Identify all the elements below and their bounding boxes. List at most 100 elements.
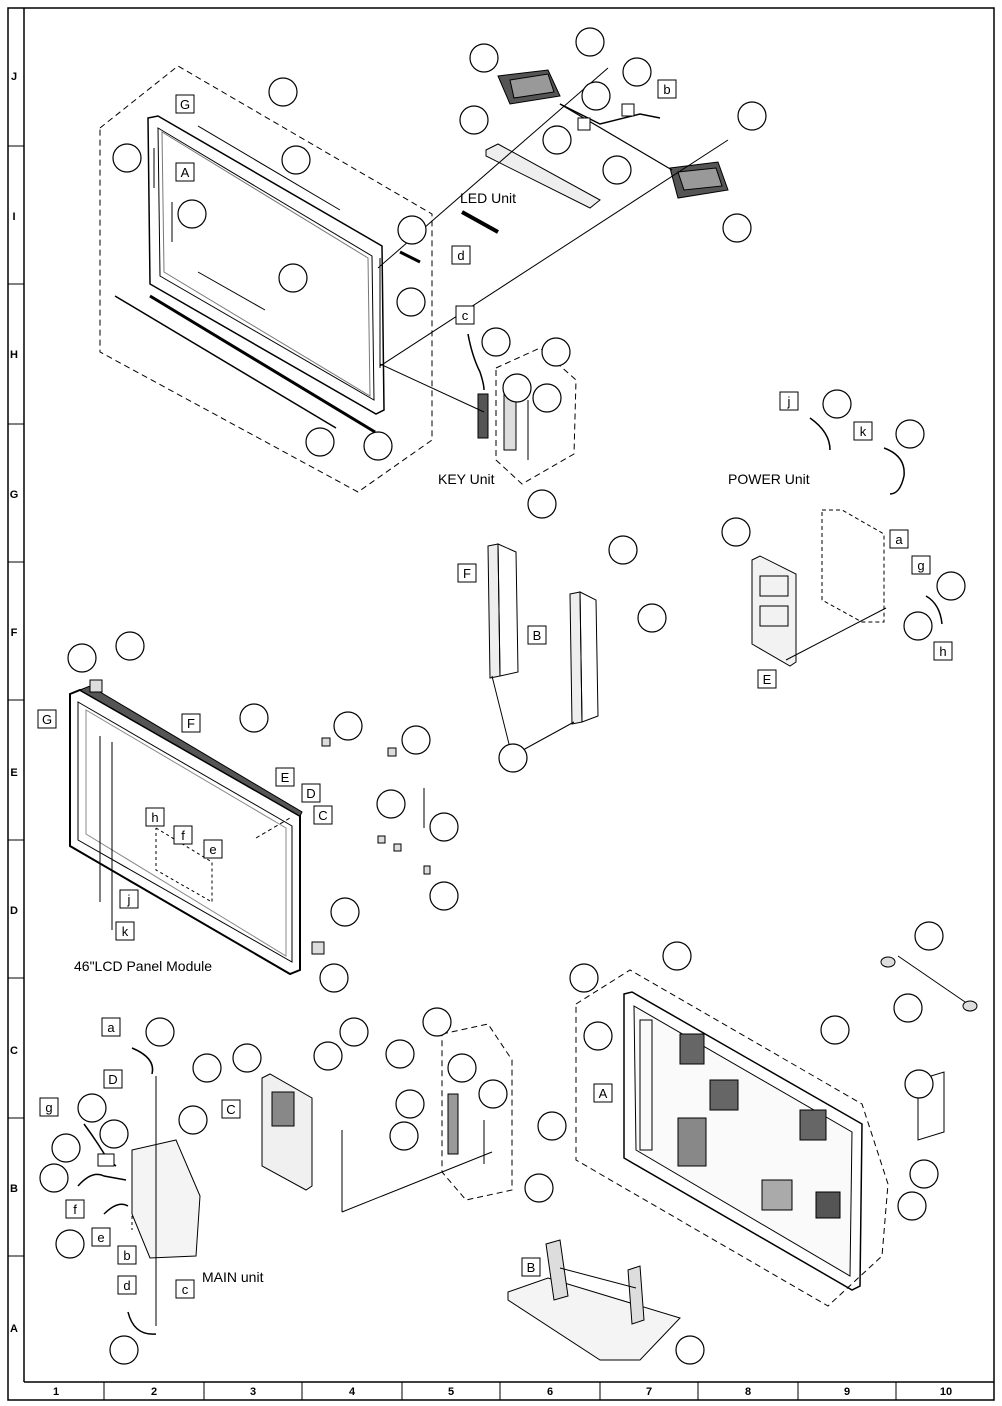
box-label: B	[521, 1257, 541, 1277]
row-label: A	[10, 1323, 18, 1335]
stand-group	[507, 1239, 681, 1361]
box-label: A	[593, 1083, 613, 1103]
box-label: C	[313, 805, 333, 825]
box-label: C	[221, 1099, 241, 1119]
box-label: F	[457, 563, 477, 583]
svg-text:a: a	[895, 532, 903, 547]
box-label: j	[779, 391, 799, 411]
led-unit-label: LED Unit	[460, 190, 516, 206]
frame	[7, 7, 995, 1401]
svg-text:g: g	[917, 558, 924, 573]
svg-text:A: A	[181, 165, 190, 180]
box-label: e	[203, 839, 223, 859]
box-label: k	[853, 421, 873, 441]
box-label: E	[275, 767, 295, 787]
col-label: 8	[745, 1386, 751, 1398]
power-unit-label: POWER Unit	[728, 471, 810, 487]
box-label: a	[101, 1017, 121, 1037]
svg-text:d: d	[123, 1278, 130, 1293]
box-label: e	[91, 1227, 111, 1247]
svg-text:f: f	[181, 828, 185, 843]
lcd-panel-label: 46"LCD Panel Module	[74, 958, 212, 974]
svg-text:k: k	[860, 424, 867, 439]
col-label: 1	[53, 1386, 59, 1398]
svg-text:b: b	[663, 82, 670, 97]
row-label: E	[10, 767, 17, 779]
small-parts-group	[321, 737, 431, 875]
ref-circles	[39, 27, 966, 1365]
svg-text:f: f	[73, 1202, 77, 1217]
svg-text:j: j	[787, 394, 791, 409]
main-unit-group	[77, 1047, 201, 1335]
row-label: F	[11, 627, 18, 639]
front-cabinet-group	[99, 65, 433, 493]
lcd-panel-group	[69, 679, 325, 976]
row-label: B	[10, 1183, 18, 1195]
svg-text:G: G	[180, 97, 190, 112]
svg-text:F: F	[187, 716, 195, 731]
box-label: g	[911, 555, 931, 575]
svg-text:D: D	[108, 1072, 117, 1087]
box-label: j	[119, 889, 139, 909]
svg-text:c: c	[462, 308, 469, 323]
col-label: 3	[250, 1386, 256, 1398]
rear-cabinet-group	[575, 955, 978, 1307]
row-labels: J I H G F E D C B A	[10, 71, 19, 1335]
box-label: D	[301, 783, 321, 803]
box-label: b	[117, 1245, 137, 1265]
svg-text:e: e	[97, 1230, 104, 1245]
box-label: G	[37, 709, 57, 729]
box-label: B	[527, 625, 547, 645]
key-unit-label: KEY Unit	[438, 471, 495, 487]
box-label: c	[455, 305, 475, 325]
svg-text:d: d	[457, 248, 464, 263]
box-label: b	[657, 79, 677, 99]
svg-text:G: G	[42, 712, 52, 727]
box-label: A	[175, 162, 195, 182]
col-label: 4	[349, 1386, 356, 1398]
svg-text:b: b	[123, 1248, 130, 1263]
bracket-group	[487, 543, 599, 757]
box-label: c	[175, 1279, 195, 1299]
row-label: H	[10, 349, 18, 361]
svg-text:c: c	[182, 1282, 189, 1297]
row-label: D	[10, 905, 18, 917]
row-label: C	[10, 1045, 18, 1057]
col-label: 7	[646, 1386, 652, 1398]
box-label: a	[889, 529, 909, 549]
col-label: 5	[448, 1386, 454, 1398]
key-unit-group	[379, 333, 577, 485]
row-label: I	[12, 211, 15, 223]
box-label: D	[103, 1069, 123, 1089]
letter-boxes: G A b d c j k a g h F B E G F E D C h f …	[37, 79, 953, 1299]
svg-text:k: k	[122, 924, 129, 939]
box-label: E	[757, 669, 777, 689]
svg-text:j: j	[127, 892, 131, 907]
svg-text:D: D	[306, 786, 315, 801]
svg-text:C: C	[226, 1102, 235, 1117]
box-label: f	[65, 1199, 85, 1219]
box-label: F	[181, 713, 201, 733]
svg-text:A: A	[599, 1086, 608, 1101]
row-label: G	[10, 489, 19, 501]
col-label: 2	[151, 1386, 157, 1398]
box-label: h	[145, 807, 165, 827]
column-labels: 1 2 3 4 5 6 7 8 9 10	[53, 1386, 952, 1398]
box-label: d	[117, 1275, 137, 1295]
power-unit-group	[751, 417, 943, 667]
svg-text:g: g	[45, 1100, 52, 1115]
row-label: J	[11, 71, 17, 83]
svg-text:E: E	[763, 672, 772, 687]
svg-text:B: B	[527, 1260, 536, 1275]
av-terminal-group	[261, 1023, 513, 1213]
box-label: g	[39, 1097, 59, 1117]
unit-labels: LED Unit KEY Unit POWER Unit 46"LCD Pane…	[74, 190, 810, 1285]
box-label: k	[115, 921, 135, 941]
svg-text:e: e	[209, 842, 216, 857]
svg-text:h: h	[939, 644, 946, 659]
col-label: 9	[844, 1386, 850, 1398]
box-label: h	[933, 641, 953, 661]
svg-text:B: B	[533, 628, 542, 643]
svg-text:a: a	[107, 1020, 115, 1035]
